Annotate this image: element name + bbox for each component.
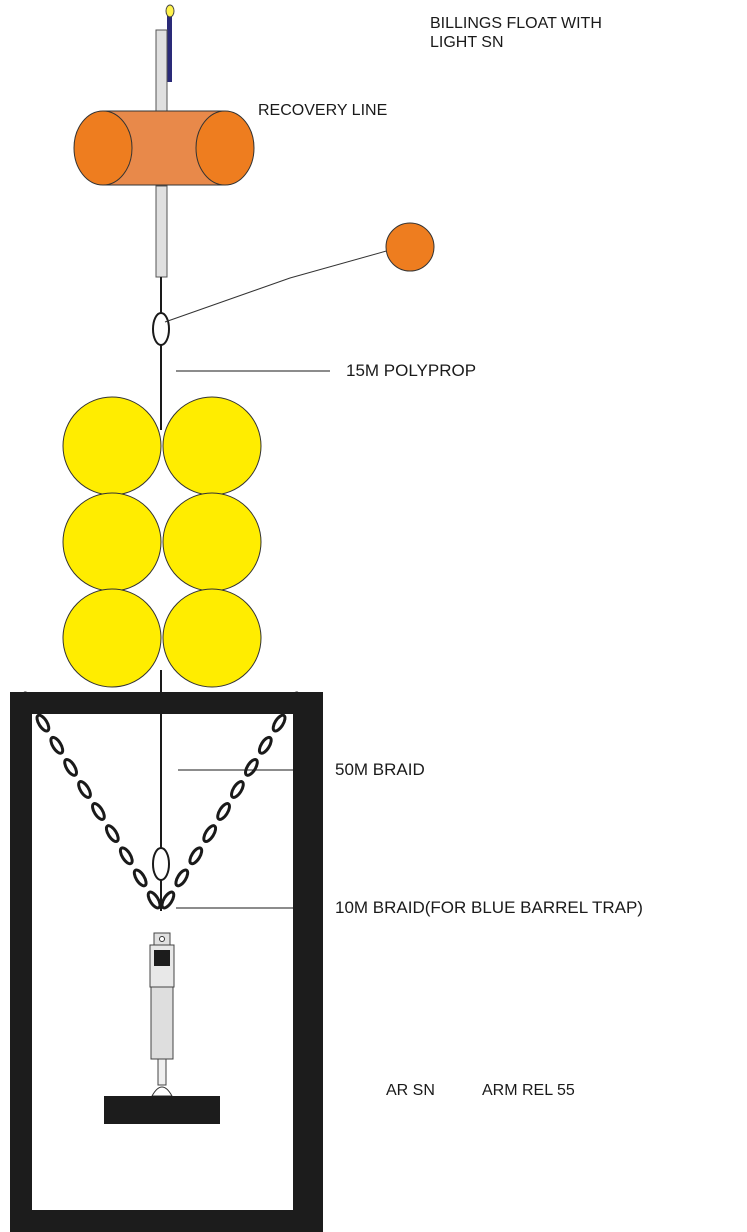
chain-link (188, 846, 204, 866)
chain-link (216, 802, 231, 821)
release-shaft (157, 1058, 167, 1086)
recovery-float (385, 222, 435, 272)
chain-link (63, 757, 78, 777)
upper-ring (152, 312, 170, 346)
chain-bridle-left (21, 691, 162, 910)
mast-upper (155, 29, 168, 113)
chain-link (132, 868, 148, 888)
glass-ball (62, 492, 162, 592)
lower-ring (152, 847, 170, 881)
chain-link (35, 713, 51, 733)
chain-link (146, 890, 162, 910)
recovery-line-label: RECOVERY LINE (258, 102, 388, 119)
glass-ball (162, 396, 262, 496)
chain-link (202, 824, 218, 844)
glass-ball-cluster (62, 396, 262, 688)
light-and-antenna (165, 4, 175, 82)
billings-float (73, 110, 255, 186)
billings-float-label-line1: BILLINGS FLOAT WITH (430, 15, 602, 32)
chain-link (244, 757, 259, 777)
glass-ball (62, 588, 162, 688)
glass-ball (162, 588, 262, 688)
billings-float-left-cap (73, 110, 133, 186)
glass-ball (162, 492, 262, 592)
antenna-whip (167, 14, 172, 82)
anchor-weight (104, 1096, 220, 1124)
chain-link (230, 780, 245, 799)
chain-link (257, 735, 273, 755)
chain-link (91, 802, 106, 821)
polyprop-label: 15M POLYPROP (346, 361, 477, 380)
chain-link (49, 735, 65, 755)
chain-link (118, 846, 134, 866)
chain-link (160, 890, 176, 910)
glass-ball (62, 396, 162, 496)
recovery-line (164, 249, 391, 323)
chain-link (174, 868, 190, 888)
release-window (154, 950, 170, 966)
chain-link (271, 713, 287, 733)
billings-float-label-line2: LIGHT SN (430, 34, 504, 51)
braid-10m-label: 10M BRAID(FOR BLUE BARREL TRAP) (335, 898, 643, 917)
braid-50m-label: 50M BRAID (335, 760, 425, 779)
release-body (150, 986, 174, 1060)
billings-float-right-cap (195, 110, 255, 186)
arm-rel-label: ARM REL 55 (482, 1082, 575, 1099)
billings-float-label: BILLINGS FLOAT WITH LIGHT SN (430, 14, 602, 52)
release-hook (151, 1086, 173, 1097)
chain-link (77, 780, 92, 799)
ar-sn-label: AR SN (386, 1082, 435, 1099)
chain-bridle-right (160, 691, 301, 910)
mast-lower (155, 185, 168, 278)
strobe-light-icon (165, 4, 175, 18)
trap-frame (10, 692, 323, 1232)
chain-link (104, 824, 120, 844)
acoustic-release (149, 932, 175, 1097)
